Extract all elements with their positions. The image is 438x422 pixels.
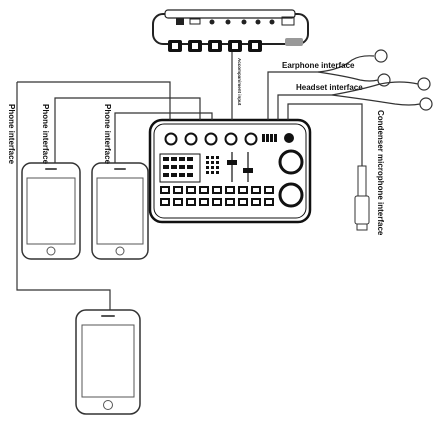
label-phone-interface-2: Phone interface [103,104,112,165]
label-condenser-mic-interface: Condenser microphone interface [376,110,385,236]
headset-icon [331,77,433,111]
smartphone-3 [75,309,141,415]
smartphone-1 [21,162,81,260]
sound-card-top-panel [152,9,309,52]
label-headset-interface: Headset interface [296,83,363,92]
label-phone-interface-1: Phone interface [41,104,50,165]
condenser-microphone-icon [354,165,370,231]
label-earphone-interface: Earphone interface [282,61,355,70]
sound-card-device [148,118,312,224]
label-accompaniment-input: Accompaniment input [237,58,242,106]
cables [16,52,363,310]
label-phone-interface-outer: Phone interface [7,104,16,165]
smartphone-2 [91,162,149,260]
